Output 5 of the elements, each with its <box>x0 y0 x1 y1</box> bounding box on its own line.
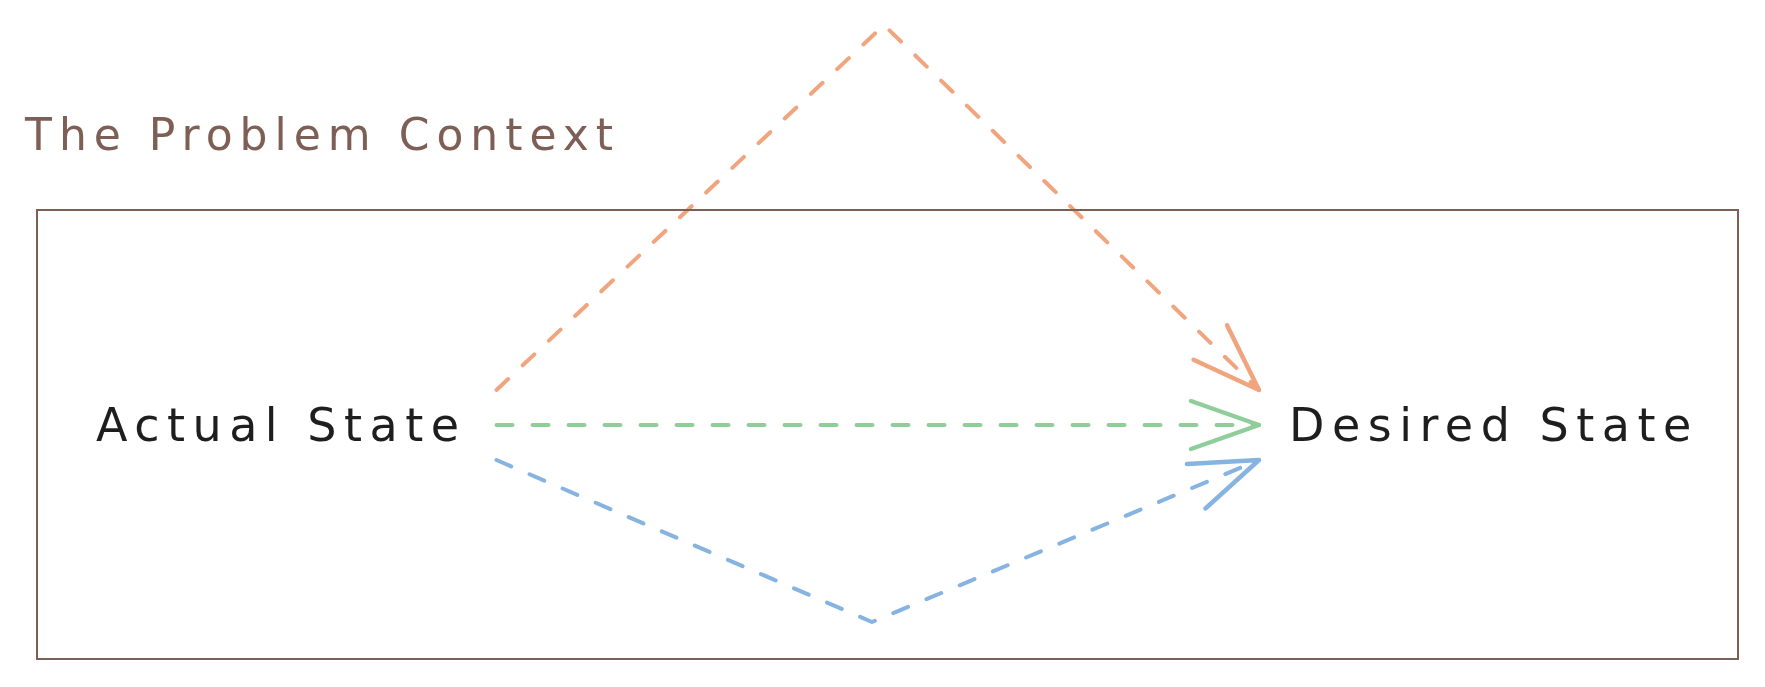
dashed-arrow <box>494 457 1262 624</box>
context-heading: The Problem Context <box>25 109 621 161</box>
dashed-arrow <box>494 398 1262 452</box>
state-label: Actual State <box>66 390 497 460</box>
state-label: Desired State <box>1259 390 1729 460</box>
